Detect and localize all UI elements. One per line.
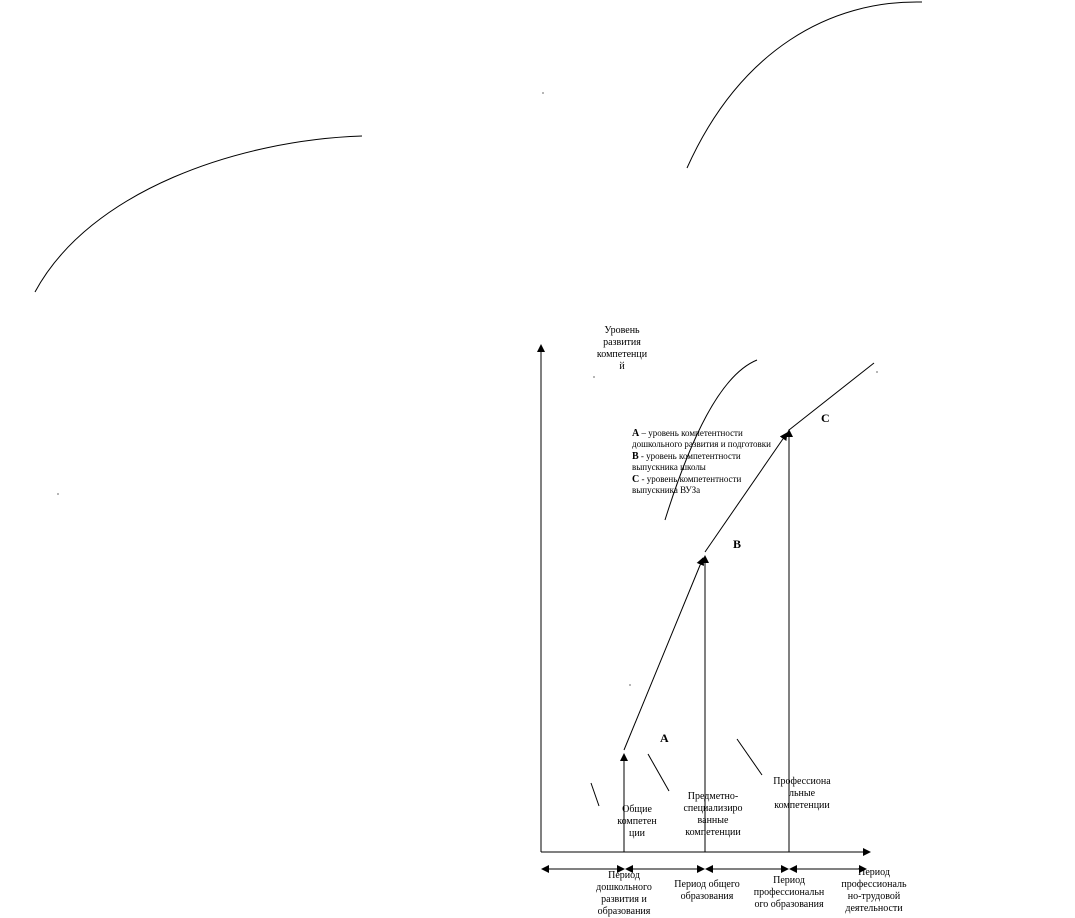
- dot: [593, 376, 595, 378]
- point-label-b: B: [733, 537, 742, 551]
- leader-subject: [647, 753, 670, 792]
- legend: А – уровень компетентности дошкольного р…: [632, 428, 772, 497]
- legend-letter: А: [632, 428, 640, 439]
- leader-professional: [736, 738, 763, 776]
- subject-competences-label: Предметно- специализиро ванные компетенц…: [683, 791, 743, 838]
- y-axis-label: Уровень развития компетенци й: [596, 325, 648, 372]
- period-preschool-label: Период дошкольного развития и образовани…: [596, 870, 652, 917]
- trajectory-a-b: [623, 557, 705, 751]
- dot: [57, 493, 59, 495]
- trajectory-c-beyond: [788, 362, 875, 431]
- decorative-arc-left: [34, 135, 363, 293]
- dot: [629, 684, 631, 686]
- legend-text: - уровень компетентности выпускника школ…: [632, 451, 741, 472]
- legend-text: - уровень компетентности выпускника ВУЗа: [632, 474, 742, 495]
- decorative-arc-middle: [664, 359, 758, 521]
- dot: [542, 92, 544, 94]
- general-competences-label: Общие компетен ции: [617, 804, 657, 839]
- period-general-education-label: Период общего образования: [674, 879, 740, 902]
- legend-letter: В: [632, 451, 639, 462]
- legend-text: – уровень компетентности дошкольного раз…: [632, 428, 771, 449]
- legend-item-c: С - уровень компетентности выпускника ВУ…: [632, 474, 772, 496]
- legend-item-b: В - уровень компетентности выпускника шк…: [632, 451, 772, 473]
- legend-letter: С: [632, 474, 640, 485]
- dot: [876, 371, 878, 373]
- trajectory-b-c: [704, 432, 788, 553]
- leader-general: [590, 782, 600, 807]
- decorative-arc-top-right: [686, 1, 923, 169]
- point-label-c: C: [821, 411, 830, 425]
- period-professional-education-label: Период профессиональн ого образования: [753, 875, 825, 910]
- period-professional-work-label: Период профессиональ но-трудовой деятель…: [841, 867, 907, 914]
- legend-item-a: А – уровень компетентности дошкольного р…: [632, 428, 772, 450]
- professional-competences-label: Профессиона льные компетенции: [773, 776, 831, 811]
- point-label-a: A: [660, 731, 669, 745]
